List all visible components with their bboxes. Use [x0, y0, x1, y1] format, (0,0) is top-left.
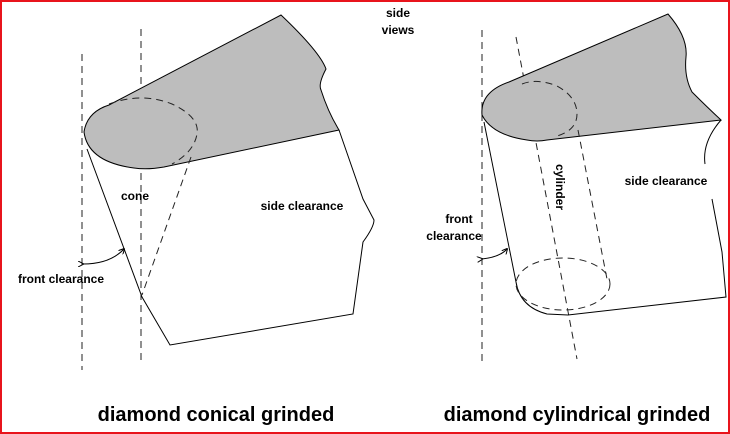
front-clearance-label-line2: clearance: [426, 229, 482, 243]
front-clearance-label-line1: front: [445, 212, 472, 226]
side-views-label-line2: views: [382, 23, 415, 37]
cone-base-ellipse: [108, 97, 198, 165]
conical-title: diamond conical grinded: [98, 404, 335, 426]
cylindrical-title: diamond cylindrical grinded: [444, 404, 711, 426]
front-clearance-arrow: [482, 249, 507, 259]
cone-label: cone: [121, 189, 149, 203]
cylinder-top-ellipse: [521, 80, 578, 137]
cylindrical-tool-drawing: cylinder side clearance front clearance …: [426, 13, 727, 426]
cylinder-bottom-ellipse: [515, 257, 611, 311]
cylinder-label: cylinder: [553, 164, 567, 210]
cone-side-line: [141, 156, 192, 296]
conical-tool-drawing: cone side clearance front clearance diam…: [18, 14, 375, 426]
front-clearance-label: front clearance: [18, 272, 104, 286]
side-clearance-label: side clearance: [625, 174, 708, 188]
side-clearance-label: side clearance: [261, 199, 344, 213]
tool-body-outline: [86, 129, 375, 346]
tool-top-face: [481, 13, 723, 142]
tool-top-face: [83, 14, 340, 170]
cylinder-side-line: [577, 129, 608, 280]
front-clearance-arrow: [83, 249, 124, 264]
tool-body-outline: [483, 121, 727, 316]
tool-right-edge: [704, 119, 722, 165]
side-views-label-line1: side: [386, 6, 410, 20]
